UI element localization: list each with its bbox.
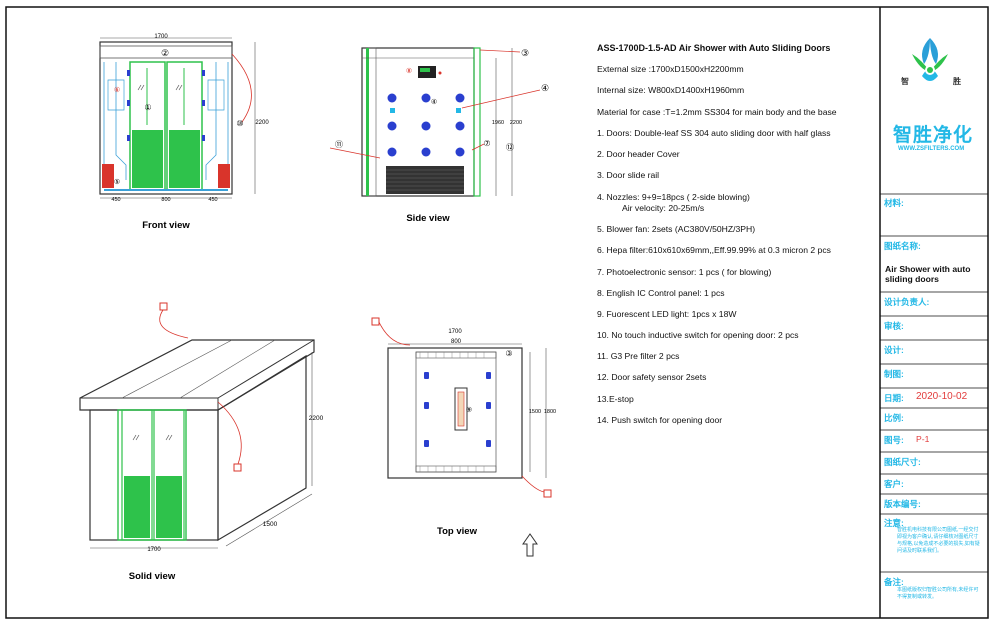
spec-line: 5. Blower fan: 2sets (AC380V/50HZ/3PH) [597, 224, 756, 234]
top-inner-depth-dim: 1500 [529, 409, 541, 415]
side-view-label: Side view [406, 213, 450, 224]
callout-5: ⑤ [114, 178, 120, 186]
callout-10: ⑩ [236, 119, 243, 128]
sheet-border [5, 6, 989, 619]
draw-label: 制图: [884, 369, 904, 379]
spec-line: 2. Door header Cover [597, 149, 680, 159]
solid-height-dim: 2200 [309, 415, 324, 422]
drawing-title: ASS-1700D-1.5-AD Air Shower with Auto Sl… [597, 43, 831, 53]
marker-solid-side [233, 463, 242, 472]
drawing-name-label: 图纸名称: [884, 241, 921, 251]
company-name: 智胜净化 [893, 125, 974, 146]
front-width-dim: 1700 [154, 34, 168, 40]
titleblock [880, 193, 988, 573]
control-panel-right [218, 164, 230, 188]
company-url: WWW.ZSFILTERS.COM [898, 146, 965, 152]
spec-line: 3. Door slide rail [597, 170, 660, 180]
design-label: 设计: [884, 345, 904, 355]
callout-1: ① [144, 103, 151, 112]
spec-line: Material for case :T=1.2mm SS304 for mai… [597, 107, 837, 117]
side-outer-height-dim: 2200 [510, 120, 522, 126]
spec-line: 4. Nozzles: 9+9=18pcs ( 2-side blowing) [597, 192, 750, 202]
callout-8: ⑧ [406, 67, 412, 75]
paper-size-label: 图纸尺寸: [884, 457, 921, 467]
top-door-dim: 800 [451, 339, 462, 345]
spec-line: 11. G3 Pre filter 2 pcs [597, 351, 680, 361]
callout-3: ③ [521, 48, 529, 58]
solid-depth-dim: 1500 [263, 521, 278, 528]
version-label: 版本编号: [884, 499, 921, 509]
top-view-label: Top view [437, 526, 478, 537]
spec-line: 6. Hepa filter:610x610x69mm,,Eff.99.99% … [597, 245, 831, 255]
front-height-dim: 2200 [255, 120, 269, 126]
front-view: 1700 450 800 450 2200 ② ① ⑥ ⑤ ⑩ Front vi… [99, 34, 269, 231]
callout-11: ⑪ [335, 140, 343, 149]
solid-view-label: Solid view [129, 571, 176, 582]
top-width-dim: 1700 [448, 329, 462, 335]
door-right-panel [169, 130, 200, 188]
callout-3-top: ③ [505, 349, 512, 358]
top-outer-depth-dim: 1800 [544, 409, 556, 415]
scale-label: 比例: [884, 413, 904, 423]
nozzles [387, 93, 465, 157]
spec-line: 10. No touch inductive switch for openin… [597, 330, 799, 340]
designer-label: 设计负责人: [884, 297, 930, 307]
north-arrow-icon [522, 533, 538, 557]
door-left-panel [132, 130, 163, 188]
logo-char-right: 胜 [953, 77, 961, 86]
callout-9: ⑨ [466, 406, 472, 414]
side-view: 1960 2200 ⑧ ④ ③ ④ ⑪ ⑦ ⑫ Side view [329, 47, 549, 224]
callout-4: ④ [541, 83, 549, 93]
notes-text: 智胜机电科技有限公司图纸,一经交付即视为客户确认,请仔细核对图纸尺寸与规格,以免… [897, 527, 980, 554]
marker-top-left [371, 317, 380, 326]
solid-width-dim: 1700 [147, 547, 161, 553]
front-door-dim: 800 [161, 197, 170, 203]
callout-4-inner: ④ [431, 98, 437, 106]
date-label: 日期: [884, 393, 904, 403]
spec-line: 14. Push switch for opening door [597, 415, 723, 425]
client-label: 客户: [884, 479, 904, 489]
front-side-right-dim: 450 [208, 197, 217, 203]
spec-line: 7. Photoelectronic sensor: 1 pcs ( for b… [597, 267, 772, 277]
remark-label: 备注: [884, 577, 904, 587]
company-logo-icon [912, 38, 948, 81]
drawing-no-value: P-1 [916, 434, 930, 444]
notes-label: 注意: [884, 518, 904, 528]
door-header-cover [99, 45, 233, 59]
drawing-name-value: Air Shower with auto sliding doors [885, 264, 971, 284]
callout-12: ⑫ [506, 143, 514, 152]
marker-top-right [543, 489, 552, 498]
control-panel-left [102, 164, 114, 188]
spec-line: Air velocity: 20-25m/s [622, 203, 705, 213]
callout-7: ⑦ [483, 139, 490, 148]
marker-solid-top [159, 302, 168, 311]
spec-line: 9. Fuorescent LED light: 1pcs x 18W [597, 309, 737, 319]
pre-filter-grill [386, 166, 464, 194]
spec-line: External size :1700xD1500xH2200mm [597, 64, 744, 74]
remark-text: 本图纸版权归智胜公司所有,未经许可不得复制或转发。 [897, 587, 979, 600]
front-side-left-dim: 450 [111, 197, 120, 203]
spec-line: 1. Doors: Double-leaf SS 304 auto slidin… [597, 128, 831, 138]
side-inner-height-dim: 1960 [492, 120, 504, 126]
review-label: 审核: [884, 321, 904, 331]
spec-line: 12. Door safety sensor 2sets [597, 372, 707, 382]
drawing-no-label: 图号: [884, 435, 904, 445]
spec-line: 8. English IC Control panel: 1 pcs [597, 288, 725, 298]
material-label: 材料: [884, 198, 904, 208]
spec-line: 13.E-stop [597, 394, 634, 404]
front-view-label: Front view [142, 220, 190, 231]
callout-2: ② [161, 48, 169, 58]
logo-char-left: 智 [901, 77, 909, 86]
date-value: 2020-10-02 [916, 391, 968, 402]
solid-view: 2200 1500 1700 Solid view [79, 302, 324, 582]
top-view: 1700 800 1500 1800 ③ ⑨ Top view [371, 317, 556, 537]
spec-line: Internal size: W800xD1400xH1960mm [597, 85, 745, 95]
callout-6: ⑥ [114, 86, 120, 94]
